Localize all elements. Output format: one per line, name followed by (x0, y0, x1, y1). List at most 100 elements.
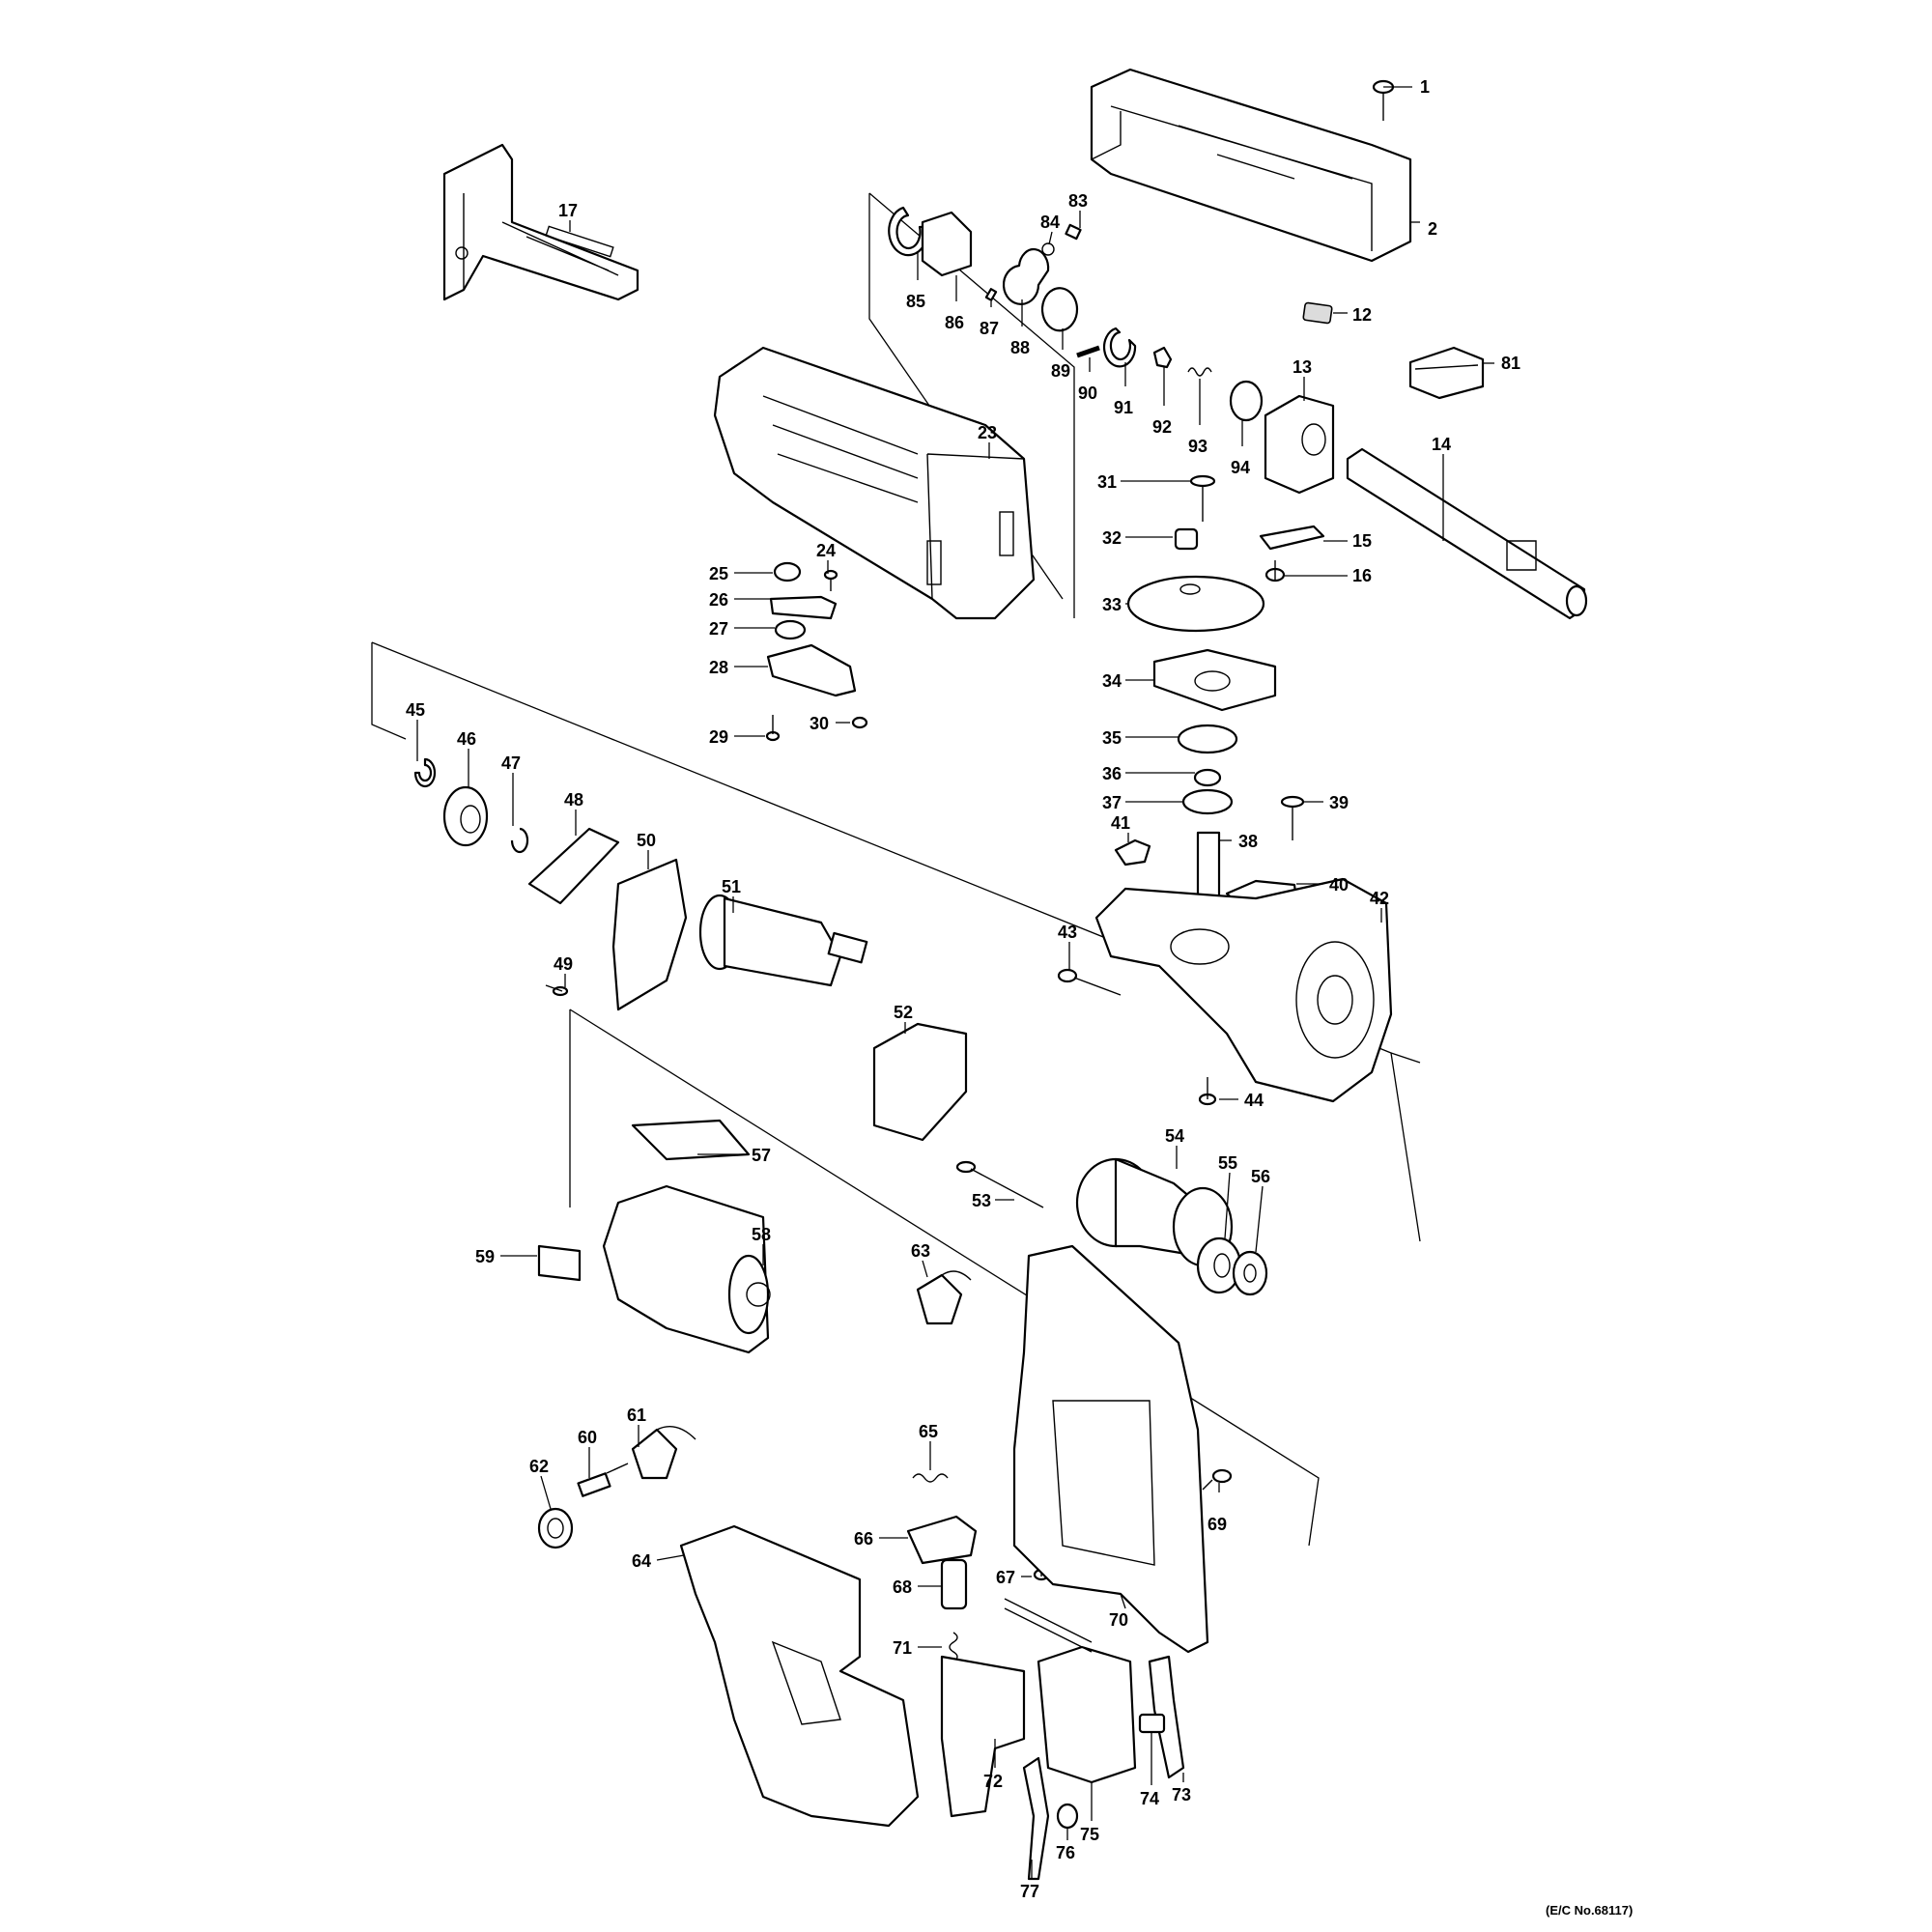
part-label: 85 (906, 292, 925, 311)
part-label: 76 (1056, 1843, 1075, 1862)
part-76-cap (1056, 1803, 1079, 1830)
part-label: 92 (1152, 417, 1172, 437)
part-label: 57 (752, 1146, 771, 1165)
part-label: 41 (1111, 813, 1130, 833)
part-label: 26 (709, 590, 728, 610)
part-61-brush-holder (631, 1426, 696, 1480)
part-47-ring (510, 827, 529, 854)
part-labels: 1 2 12 13 14 15 16 17 23 24 25 26 27 28 … (406, 77, 1520, 1901)
part-44-screw (1198, 1077, 1217, 1106)
part-32-bearing (1174, 527, 1199, 551)
part-26-plate (769, 595, 838, 620)
part-84-spring (1041, 242, 1055, 256)
part-label: 59 (475, 1247, 495, 1266)
part-24-screw (823, 569, 838, 591)
part-label: 51 (722, 877, 741, 896)
part-label: 86 (945, 313, 964, 332)
part-label: 64 (632, 1551, 651, 1571)
part-label: 67 (996, 1568, 1015, 1587)
part-25-washer (773, 561, 802, 582)
part-48-plate (527, 827, 620, 905)
part-label: 60 (578, 1428, 597, 1447)
part-label: 52 (894, 1003, 913, 1022)
part-63-brush-holder (916, 1270, 972, 1325)
part-label: 27 (709, 619, 728, 639)
part-90-pin (1076, 345, 1100, 358)
part-13-block (1264, 394, 1335, 495)
part-92-catch (1152, 346, 1173, 369)
part-59-label (537, 1244, 582, 1282)
part-57-label (631, 1119, 751, 1161)
part-37-bearing (1181, 788, 1234, 815)
part-62-brush-cap (537, 1507, 574, 1549)
part-label: 71 (893, 1638, 912, 1658)
part-39-screw (1280, 795, 1305, 840)
part-label: 38 (1238, 832, 1258, 851)
part-46-bearing (442, 785, 489, 847)
part-75-switch (1004, 1598, 1137, 1784)
part-41-block (1114, 838, 1151, 867)
part-label: 66 (854, 1529, 873, 1548)
part-16-screw (1264, 560, 1286, 582)
part-77-terminal (1022, 1756, 1050, 1881)
blade-clamp-parts (888, 206, 1264, 422)
part-27-washer (774, 619, 807, 640)
part-label: 39 (1329, 793, 1349, 812)
part-17-guide-bracket (442, 143, 639, 301)
part-label: 94 (1231, 458, 1250, 477)
part-label: 72 (983, 1772, 1003, 1791)
part-93-spring (1187, 367, 1212, 377)
part-label: 2 (1428, 219, 1437, 239)
part-label: 42 (1370, 889, 1389, 908)
part-label: 56 (1251, 1167, 1270, 1186)
part-label: 37 (1102, 793, 1122, 812)
part-58-motor-housing (602, 1184, 771, 1354)
part-label: 53 (972, 1191, 991, 1210)
part-label: 33 (1102, 595, 1122, 614)
part-23-front-housing (713, 346, 1036, 620)
part-label: 70 (1109, 1610, 1128, 1630)
part-29-bolt (765, 715, 781, 742)
part-87-pin (984, 288, 998, 301)
part-88-holder (1002, 247, 1050, 305)
part-label: 29 (709, 727, 728, 747)
part-label: 15 (1352, 531, 1372, 551)
part-label: 47 (501, 753, 521, 773)
part-label: 87 (980, 319, 999, 338)
part-65-spring (912, 1473, 949, 1483)
part-label: 45 (406, 700, 425, 720)
part-12-pad (1302, 301, 1333, 325)
part-74-lock (1138, 1713, 1166, 1734)
part-94-cap (1229, 380, 1264, 422)
part-label: 46 (457, 729, 476, 749)
part-label: 77 (1020, 1882, 1039, 1901)
part-label: 84 (1040, 213, 1060, 232)
part-56-bearing (1232, 1250, 1268, 1296)
part-label: 58 (752, 1225, 771, 1244)
part-label: 83 (1068, 191, 1088, 211)
part-89-ring (1040, 287, 1079, 332)
part-label: 74 (1140, 1789, 1159, 1808)
part-91-lever (1102, 327, 1137, 368)
part-label: 34 (1102, 671, 1122, 691)
part-label: 88 (1010, 338, 1030, 357)
part-label: 49 (554, 954, 573, 974)
part-label: 73 (1172, 1785, 1191, 1804)
part-label: 81 (1501, 354, 1520, 373)
part-69-screw (1202, 1468, 1233, 1491)
part-label: 93 (1188, 437, 1208, 456)
part-35-bearing (1177, 724, 1238, 754)
part-14-shaft (1346, 447, 1588, 620)
part-81-holder (1408, 346, 1485, 400)
part-66-lock-button (906, 1515, 978, 1565)
part-label: 69 (1208, 1515, 1227, 1534)
part-label: 75 (1080, 1825, 1099, 1844)
part-2-top-cover (1090, 68, 1412, 263)
part-label: 14 (1432, 435, 1451, 454)
part-label: 12 (1352, 305, 1372, 325)
part-label: 91 (1114, 398, 1133, 417)
part-15-plate (1259, 525, 1325, 551)
group-bracket-lines (371, 192, 1421, 1547)
part-45-retaining-ring (413, 757, 437, 788)
